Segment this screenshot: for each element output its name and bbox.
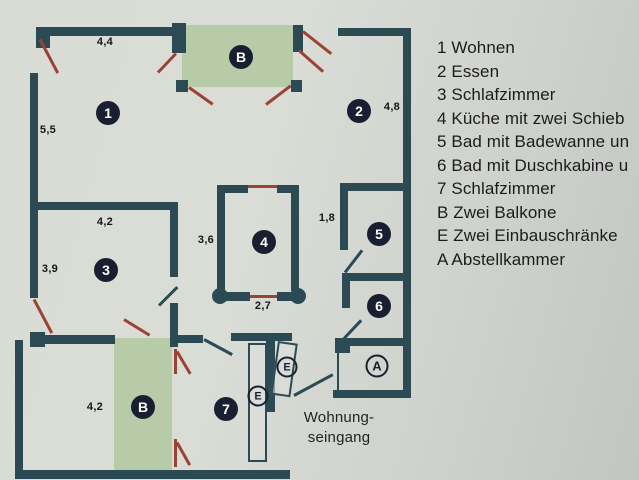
room-marker-1: 1 [96,101,120,125]
wall-storage-bottom [333,390,411,398]
door-swing-line [175,350,192,375]
measurement: 4,2 [96,216,114,228]
outer-wall-left [30,73,38,298]
legend-item-essen: 2 Essen [437,61,500,81]
kitchen-wall-bottom-right [277,292,293,301]
room-marker-3: 3 [94,258,118,282]
storage-marker: A [365,354,389,378]
door-swing-line [343,249,364,274]
room-marker-2: 2 [347,99,371,123]
wall-segment [30,332,45,347]
door-swing-line [203,338,233,356]
legend-item-bad6: 6 Bad mit Duschkabine u [437,155,629,175]
wall-room1-room3 [33,202,178,210]
door-swing-line [156,52,177,74]
wall-segment [266,341,275,412]
wall-segment [337,352,339,390]
legend-item-schlafzimmer3: 3 Schlafzimmer [437,85,556,104]
measurement: 5,5 [39,124,57,136]
wall-segment [15,340,23,479]
legend: 1 Wohnen 2 Essen 3 Schlafzimmer 4 Küche … [437,36,639,271]
kitchen-wall-right [291,185,299,291]
sliding-door-line [248,185,277,188]
legend-item-wohnen: 1 Wohnen [437,38,515,57]
wall-segment [170,205,178,277]
legend-item-schlafzimmer7: 7 Schlafzimmer [437,179,556,198]
measurement: 3,6 [197,234,215,246]
legend-item-bad5: 5 Bad mit Badewanne un [437,132,630,151]
measurement: 3,9 [41,263,59,275]
door-swing-line [32,298,54,334]
entrance-label-line1: Wohnung- [303,409,375,426]
outer-wall-right [403,28,411,398]
measurement: 4,4 [96,36,114,48]
measurement: 4,8 [383,101,401,113]
wall-room5-room6 [342,273,407,281]
legend-item-abstellkammer: A Abstellkammer [437,249,566,269]
wall-segment [342,273,350,308]
legend-item-balkone: B Zwei Balkone [437,202,557,222]
legend-item-kueche: 4 Küche mit zwei Schieb [437,108,625,128]
sliding-door-line [250,295,277,298]
balcony-marker-bottom: B [131,395,155,419]
wall-room3-bottom [44,335,115,344]
door-swing-line [188,86,214,106]
balcony-marker-top: B [229,45,253,69]
wall-segment [231,333,292,341]
door-swing-line [342,319,363,340]
outer-wall-top-right [338,28,411,36]
outer-wall-bottom [18,470,290,479]
wall-segment [335,338,350,353]
room-marker-5: 5 [367,222,391,246]
room-marker-6: 6 [367,294,391,318]
outer-wall-top [36,27,176,36]
room-marker-7: 7 [214,397,238,421]
kitchen-wall-bottom-left [224,292,250,301]
room-marker-4: 4 [252,230,276,254]
wall-segment [340,183,348,250]
kitchen-corner-post [290,288,306,304]
door-swing-line [174,349,177,374]
door-swing-line [265,84,292,106]
wall-room2-room5 [340,183,407,191]
wall-segment [293,25,303,52]
wall-segment [175,335,203,343]
door-swing-line [302,30,333,55]
closet-marker: E [276,356,298,378]
kitchen-wall-top-left [217,185,248,193]
wall-segment [291,80,302,92]
kitchen-wall-left [217,185,225,291]
entrance-label-line2: seingang [307,429,371,446]
legend-item-einbauschraenke: E Zwei Einbauschränke [437,226,618,245]
wall-segment [176,80,188,92]
wall-segment [170,303,178,347]
closet-marker: E [247,385,269,407]
entrance-door-swing-line [293,373,334,397]
measurement: 2,7 [254,300,272,312]
door-swing-line [298,49,325,73]
measurement: 4,2 [86,401,104,413]
measurement: 1,8 [318,212,336,224]
door-swing-line [174,439,177,467]
door-swing-line [123,318,151,337]
kitchen-wall-top-right [277,185,299,193]
entrance-label: Wohnung- seingang [293,408,385,448]
door-swing-line [175,441,192,466]
kitchen-corner-post [212,288,228,304]
wall-room6-storage [342,338,407,346]
wall-segment [172,23,186,53]
